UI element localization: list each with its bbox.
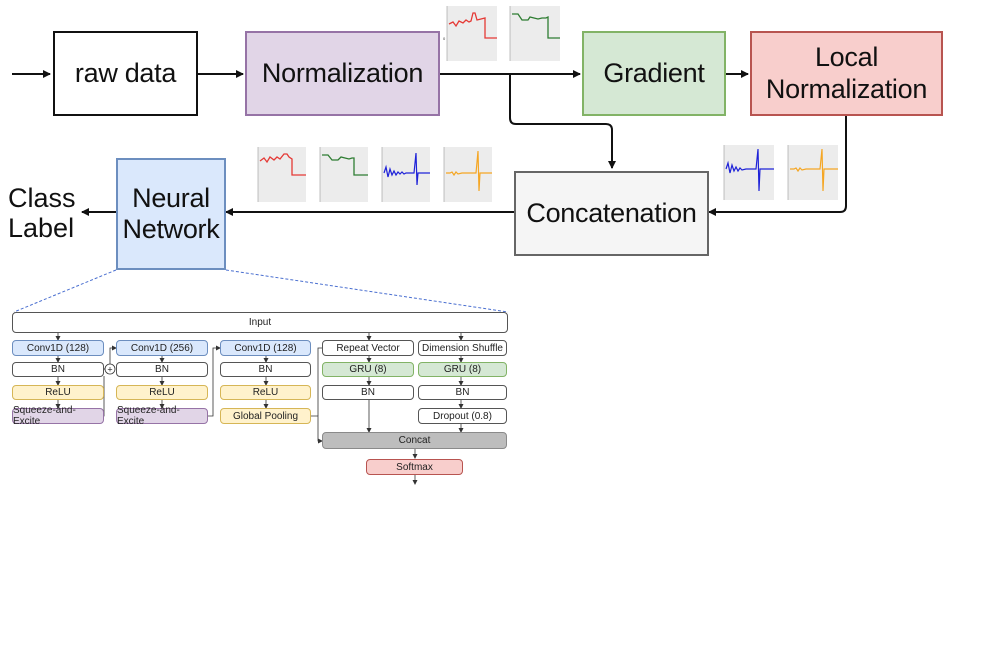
bn-label-3: BN bbox=[258, 364, 273, 375]
svg-text:0: 0 bbox=[443, 36, 446, 41]
bn-block-3: BN bbox=[220, 362, 311, 377]
relu-label-1: ReLU bbox=[45, 387, 71, 398]
green-signal-thumb-top bbox=[509, 6, 560, 61]
dropout-block: Dropout (0.8) bbox=[418, 408, 507, 424]
neural-network-line2: Network bbox=[122, 214, 220, 244]
global-pooling-block: Global Pooling bbox=[220, 408, 311, 424]
arrow-local-to-concat bbox=[708, 115, 847, 216]
bn-block-1: BN bbox=[12, 362, 104, 377]
gru-block-1: GRU (8) bbox=[322, 362, 414, 377]
global-pooling-label: Global Pooling bbox=[232, 410, 299, 422]
blue-signal-thumb-right bbox=[723, 145, 774, 200]
red-signal-thumb bbox=[257, 147, 306, 202]
concatenation-label: Concatenation bbox=[526, 197, 697, 228]
normalization-label: Normalization bbox=[261, 57, 424, 88]
relu-block-1: ReLU bbox=[12, 385, 104, 400]
residual-add-icon bbox=[104, 363, 116, 375]
dimension-shuffle-label: Dimension Shuffle bbox=[422, 342, 503, 354]
orange-signal-thumb bbox=[443, 147, 492, 202]
gradient-label: Gradient bbox=[603, 57, 705, 88]
bn-label-5: BN bbox=[455, 387, 470, 398]
relu-label-2: ReLU bbox=[149, 387, 175, 398]
gradient-box: Gradient bbox=[582, 31, 726, 116]
green-signal-thumb bbox=[319, 147, 368, 202]
gru-block-2: GRU (8) bbox=[418, 362, 507, 377]
concat-block: Concat bbox=[322, 432, 507, 449]
raw-data-label: raw data bbox=[74, 57, 177, 88]
class-label-line2: Label bbox=[8, 213, 75, 244]
squeeze-excite-block-2: Squeeze-and-Excite bbox=[116, 405, 208, 427]
bn-label-2: BN bbox=[155, 364, 169, 375]
bn-label-4: BN bbox=[361, 387, 375, 398]
gru-label-1: GRU (8) bbox=[349, 364, 387, 375]
relu-block-3: ReLU bbox=[220, 385, 311, 400]
conv1d-128-label-1: Conv1D (128) bbox=[26, 342, 90, 354]
raw-data-box: raw data bbox=[53, 31, 198, 116]
squeeze-excite-label-2: Squeeze-and-Excite bbox=[117, 405, 180, 427]
zoom-line-left bbox=[13, 269, 117, 313]
squeeze-excite-label-1: Squeeze-and-Excite bbox=[13, 405, 76, 427]
zoom-line-right bbox=[225, 269, 509, 313]
relu-label-3: ReLU bbox=[252, 387, 279, 398]
bn-block-4: BN bbox=[322, 385, 414, 400]
neural-network-line1: Neural bbox=[132, 182, 210, 213]
conv1d-256-label: Conv1D (256) bbox=[130, 342, 194, 354]
conv1d-128-block-2: Conv1D (128) bbox=[220, 340, 311, 356]
red-signal-thumb-top: 0 bbox=[443, 6, 497, 61]
neural-network-box: Neural Network bbox=[116, 158, 226, 270]
conv1d-256-block: Conv1D (256) bbox=[116, 340, 208, 356]
local-normalization-line1: Local bbox=[814, 42, 879, 73]
bn-block-2: BN bbox=[116, 362, 208, 377]
concat-label: Concat bbox=[398, 435, 431, 446]
conv1d-128-block-1: Conv1D (128) bbox=[12, 340, 104, 356]
input-block: Input bbox=[12, 312, 508, 333]
bn-block-5: BN bbox=[418, 385, 507, 400]
dropout-label: Dropout (0.8) bbox=[433, 410, 492, 422]
blue-signal-thumb bbox=[381, 147, 430, 202]
concatenation-box: Concatenation bbox=[514, 171, 709, 256]
local-normalization-line2: Normalization bbox=[765, 73, 928, 104]
softmax-block: Softmax bbox=[366, 459, 463, 475]
input-block-label: Input bbox=[248, 317, 272, 328]
softmax-label: Softmax bbox=[396, 461, 433, 473]
residual-add-symbol: + bbox=[107, 365, 112, 375]
normalization-box: Normalization bbox=[245, 31, 440, 116]
squeeze-excite-block-1: Squeeze-and-Excite bbox=[12, 405, 104, 427]
relu-block-2: ReLU bbox=[116, 385, 208, 400]
gru-label-2: GRU (8) bbox=[443, 364, 482, 375]
conv1d-128-label-2: Conv1D (128) bbox=[234, 342, 297, 354]
repeat-vector-label: Repeat Vector bbox=[336, 342, 400, 354]
class-label-text: Class Label bbox=[8, 183, 76, 243]
class-label-line1: Class bbox=[8, 183, 76, 213]
orange-signal-thumb-right bbox=[787, 145, 838, 200]
local-normalization-box: Local Normalization bbox=[750, 31, 943, 116]
arrow-branch-to-concat bbox=[509, 74, 616, 169]
dimension-shuffle-block: Dimension Shuffle bbox=[418, 340, 507, 356]
repeat-vector-block: Repeat Vector bbox=[322, 340, 414, 356]
bn-label-1: BN bbox=[51, 364, 65, 375]
